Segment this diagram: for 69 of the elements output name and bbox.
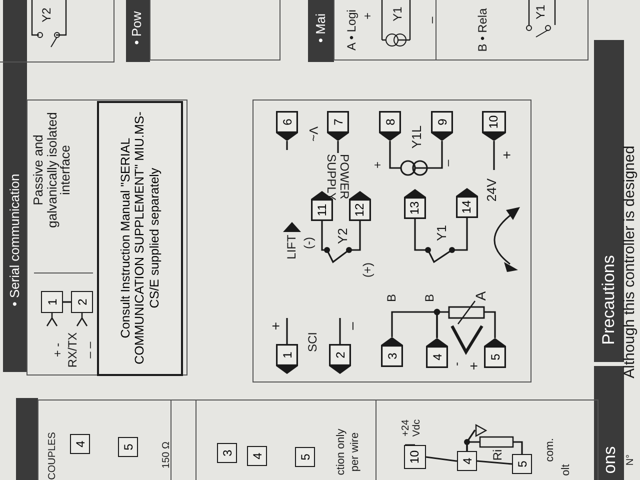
terminal-box: 5 xyxy=(512,454,532,474)
text-label: + xyxy=(500,150,514,160)
text-label: A xyxy=(474,291,488,301)
text-label: B xyxy=(386,294,398,302)
text-label: (-) xyxy=(302,237,316,249)
wire xyxy=(466,430,476,451)
text-label: Ri xyxy=(492,449,504,461)
text-label: (+) xyxy=(362,262,374,278)
text-label: Y2 xyxy=(336,228,350,244)
wire xyxy=(476,460,512,465)
section-heading: • Serial communication xyxy=(8,174,22,306)
wire xyxy=(414,218,468,264)
text-label: + xyxy=(466,362,482,370)
triangle-symbol xyxy=(475,424,487,436)
text-label: + xyxy=(372,162,384,168)
text-label: N° xyxy=(626,454,636,466)
terminal-box: 4 xyxy=(247,446,267,466)
text-label: 24V xyxy=(485,178,499,202)
text-label: Y1L xyxy=(410,125,424,149)
text-label: – xyxy=(344,322,360,330)
text-label: +24 Vdc xyxy=(402,418,422,439)
terminal-box: 3 xyxy=(217,443,237,463)
wire xyxy=(426,456,458,462)
wire xyxy=(493,141,495,170)
wire xyxy=(321,221,361,264)
text-label: – – xyxy=(84,342,96,358)
text-label: LIFT xyxy=(286,234,298,260)
text-label: V~ xyxy=(306,126,320,142)
text-label: B xyxy=(424,294,436,302)
section-heading: Precautions xyxy=(600,255,618,345)
section-heading: • Pow xyxy=(130,11,144,45)
text-label: + xyxy=(268,322,284,330)
text-label: com. xyxy=(545,438,557,462)
text-label: SCI xyxy=(306,332,320,352)
text-label: - xyxy=(450,362,464,366)
text-label: Y2 xyxy=(40,8,54,22)
text-label: olt xyxy=(561,464,573,476)
wire xyxy=(63,301,71,303)
text-label: RX/TX xyxy=(66,332,80,368)
terminal-box: 10 xyxy=(404,445,426,469)
section-heading: ons xyxy=(601,446,619,474)
text-label: – xyxy=(442,160,454,166)
text-label: Passive and galvanically isolated interface xyxy=(32,111,72,230)
terminal-box: 5 xyxy=(118,437,138,457)
note-box: Consult Instruction Manual "SERIAL COMMUNICATION SUPPLEMENT" MIU.MS-CS/E supplied separately xyxy=(97,100,183,376)
text-label: A • Logi xyxy=(346,10,358,50)
wire xyxy=(339,318,341,344)
terminal-box: 4 xyxy=(457,451,477,471)
section-heading: • Mai xyxy=(314,13,328,43)
text-label: ction only xyxy=(336,428,348,476)
wire xyxy=(286,141,288,150)
text-label: COUPLES xyxy=(48,432,58,480)
text-label: – xyxy=(426,16,438,24)
text-label: Y1 xyxy=(392,6,404,22)
terminal-box: 5 xyxy=(295,447,315,467)
terminal-box: 2 xyxy=(71,291,93,313)
terminal-box: 4 xyxy=(70,434,90,454)
text-label: Although this controller is designed xyxy=(622,146,638,378)
text-label: 150 Ω xyxy=(162,442,172,468)
text-label: Y1 xyxy=(534,4,548,20)
text-label: + - xyxy=(52,342,64,358)
text-label: per wire xyxy=(350,432,362,472)
wire xyxy=(389,141,443,169)
text-label: B • Rela xyxy=(476,8,490,52)
terminal-box: 1 xyxy=(41,291,63,313)
text-label: + xyxy=(362,12,374,20)
wire xyxy=(286,318,288,344)
wire xyxy=(337,141,339,153)
text-label: Y1 xyxy=(435,225,449,241)
